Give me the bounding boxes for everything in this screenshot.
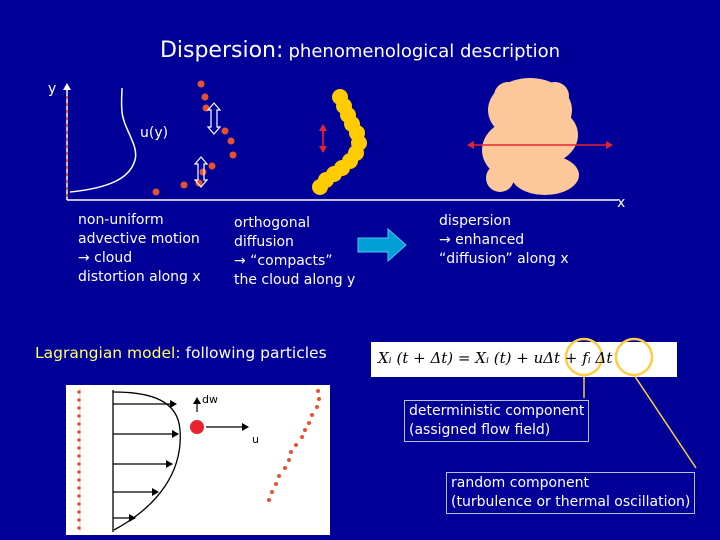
dispersed-cloud: [482, 78, 579, 195]
caption-line: non-uniform: [78, 212, 164, 228]
x-axis-label: x: [617, 195, 626, 211]
lagrangian-equation: Xᵢ (t + Δt) = Xᵢ (t) + uΔt + fᵢ Δt: [378, 349, 613, 367]
right-particle-trail: [267, 389, 321, 502]
velocity-profile-label: u(y): [140, 125, 169, 141]
caption-line: distortion along x: [78, 269, 201, 285]
lagrangian-heading: Lagrangian model: following particles: [35, 344, 327, 362]
caption-line: the cloud along y: [234, 272, 356, 288]
u-label: u: [252, 433, 259, 446]
caption-line: → cloud: [78, 250, 133, 266]
title-sub: phenomenological description: [288, 41, 561, 62]
velocity-profile-curve: [69, 87, 137, 193]
annotation-line: (turbulence or thermal oscillation): [451, 494, 691, 510]
annotation-line: deterministic component: [409, 403, 585, 419]
y-axis-label: y: [48, 81, 57, 97]
transition-arrow: [357, 227, 407, 263]
lagrangian-rest: following particles: [185, 344, 327, 362]
dw-label: dw: [202, 393, 218, 406]
caption-line: dispersion: [439, 213, 511, 229]
caption-line: → enhanced: [439, 232, 525, 248]
caption-line: orthogonal: [234, 215, 311, 231]
lagrangian-label: Lagrangian model:: [35, 344, 181, 362]
caption-orthogonal: orthogonal diffusion → “compacts” the cl…: [234, 214, 355, 290]
slide-title: Dispersion: phenomenological description: [0, 38, 720, 63]
compacted-cloud: [312, 89, 367, 195]
random-component-box: random component (turbulence or thermal …: [446, 472, 696, 514]
caption-dispersion: dispersion → enhanced “diffusion” along …: [439, 212, 569, 269]
annotation-line: (assigned flow field): [409, 422, 551, 438]
deterministic-component-box: deterministic component (assigned flow f…: [404, 400, 590, 442]
title-main: Dispersion:: [159, 38, 284, 63]
tracked-particle: [190, 420, 204, 434]
caption-line: advective motion: [78, 231, 200, 247]
caption-line: diffusion: [234, 234, 294, 250]
left-particle-column: [77, 390, 81, 530]
caption-advective: non-uniform advective motion → cloud dis…: [78, 211, 201, 287]
caption-line: “diffusion” along x: [439, 251, 569, 267]
orthogonal-diffusion-arrows: [193, 102, 222, 188]
profile-arrows: [113, 400, 179, 522]
equation-panel: [371, 342, 677, 377]
annotation-line: random component: [451, 475, 589, 491]
caption-line: → “compacts”: [234, 253, 333, 269]
lagrangian-figure-panel: [66, 385, 330, 535]
